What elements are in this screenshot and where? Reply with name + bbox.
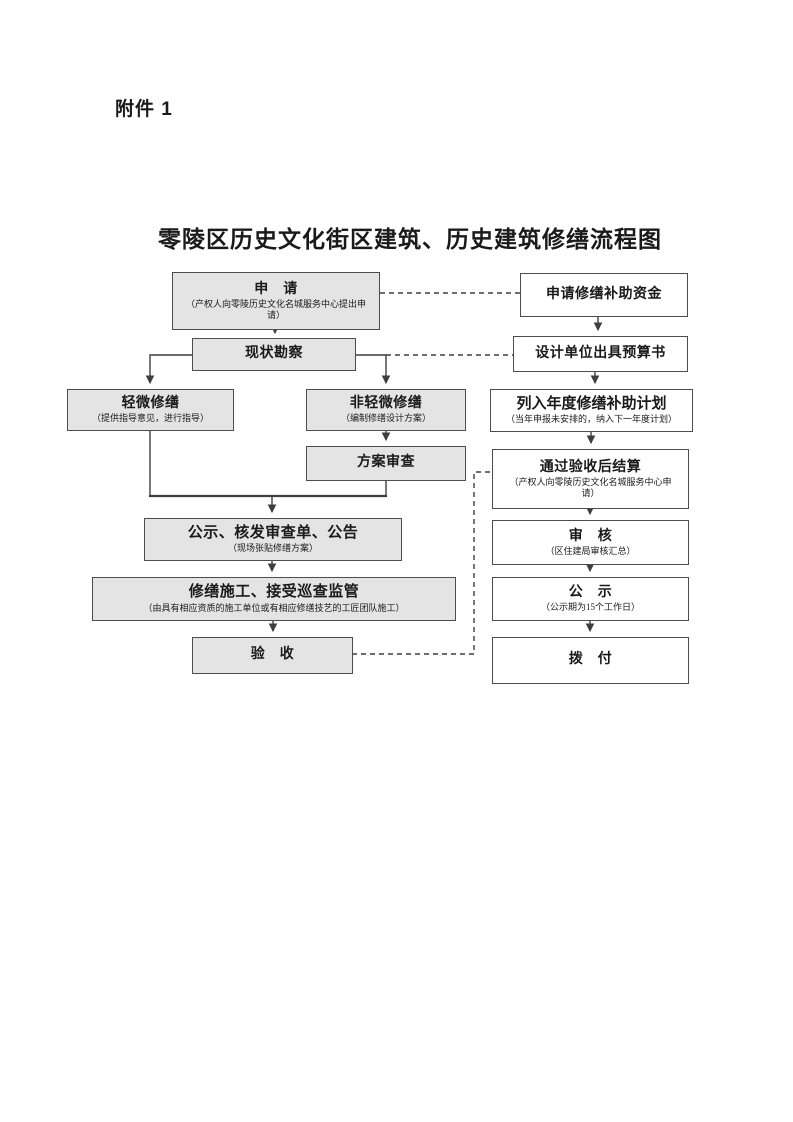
node-settlement: 通过验收后结算 （产权人向零陵历史文化名城服务中心申请） (492, 449, 689, 509)
connector-survey-nonminor (355, 354, 391, 385)
node-minor-title: 轻微修缮 (121, 396, 180, 412)
node-minor-subtitle: （提供指导意见，进行指导） (91, 413, 209, 424)
node-payment-title: 拨 付 (568, 652, 613, 668)
node-nonminor-subtitle: （编制修缮设计方案） (340, 413, 431, 424)
node-budget-title: 设计单位出具预算书 (535, 345, 666, 361)
page-title: 零陵区历史文化街区建筑、历史建筑修缮流程图 (158, 227, 662, 252)
node-apply-subtitle: （产权人向零陵历史文化名城服务中心提出申请） (185, 298, 366, 320)
node-acceptance: 验 收 (192, 637, 353, 674)
node-construction-subtitle: （由具有相应资质的施工单位或有相应修缮技艺的工匠团队施工） (143, 602, 405, 613)
node-publicity-title: 公 示 (568, 585, 613, 601)
connector-acceptance-settle-dashed (352, 471, 492, 655)
node-apply-subsidy-title: 申请修缮补助资金 (546, 286, 662, 302)
node-acceptance-title: 验 收 (250, 647, 295, 663)
node-publicity: 公 示 （公示期为15个工作日） (492, 577, 689, 621)
node-plan-title: 列入年度修缮补助计划 (516, 395, 667, 412)
node-construction-title: 修缮施工、接受巡查监管 (188, 584, 360, 601)
node-apply: 申 请 （产权人向零陵历史文化名城服务中心提出申请） (172, 272, 380, 330)
node-audit-title: 审 核 (568, 528, 613, 544)
node-survey: 现状勘察 (192, 338, 356, 371)
node-plan-review: 方案审查 (306, 446, 466, 481)
node-nonminor-title: 非轻微修缮 (349, 396, 423, 412)
node-minor-repair: 轻微修缮 （提供指导意见，进行指导） (67, 389, 234, 431)
attachment-label: 附件 1 (115, 99, 173, 120)
node-budget: 设计单位出具预算书 (513, 336, 688, 372)
node-apply-subsidy: 申请修缮补助资金 (520, 273, 688, 317)
node-annual-plan: 列入年度修缮补助计划 （当年申报未安排的，纳入下一年度计划） (490, 389, 693, 432)
node-audit: 审 核 （区住建局审核汇总） (492, 520, 689, 565)
node-construction: 修缮施工、接受巡查监管 （由具有相应资质的施工单位或有相应修缮技艺的工匠团队施工… (92, 577, 456, 621)
node-settle-subtitle: （产权人向零陵历史文化名城服务中心申请） (509, 476, 672, 498)
node-plan-subtitle: （当年申报未安排的，纳入下一年度计划） (505, 414, 677, 425)
node-publicity-subtitle: （公示期为15个工作日） (540, 602, 640, 613)
node-publicity-issue: 公示、核发审查单、公告 （现场张贴修缮方案） (144, 518, 402, 561)
node-pub-issue-title: 公示、核发审查单、公告 (187, 524, 359, 541)
dashed-connectors (352, 292, 520, 655)
node-apply-title: 申 请 (254, 281, 298, 297)
node-payment: 拨 付 (492, 637, 689, 684)
solid-connectors (145, 317, 603, 633)
node-survey-title: 现状勘察 (245, 346, 303, 362)
node-review-title: 方案审查 (357, 455, 415, 471)
node-settle-title: 通过验收后结算 (539, 459, 642, 475)
node-audit-subtitle: （区住建局审核汇总） (545, 545, 636, 556)
node-nonminor-repair: 非轻微修缮 （编制修缮设计方案） (306, 389, 466, 431)
node-pub-issue-subtitle: （现场张贴修缮方案） (227, 543, 318, 554)
connector-survey-minor (145, 354, 192, 385)
